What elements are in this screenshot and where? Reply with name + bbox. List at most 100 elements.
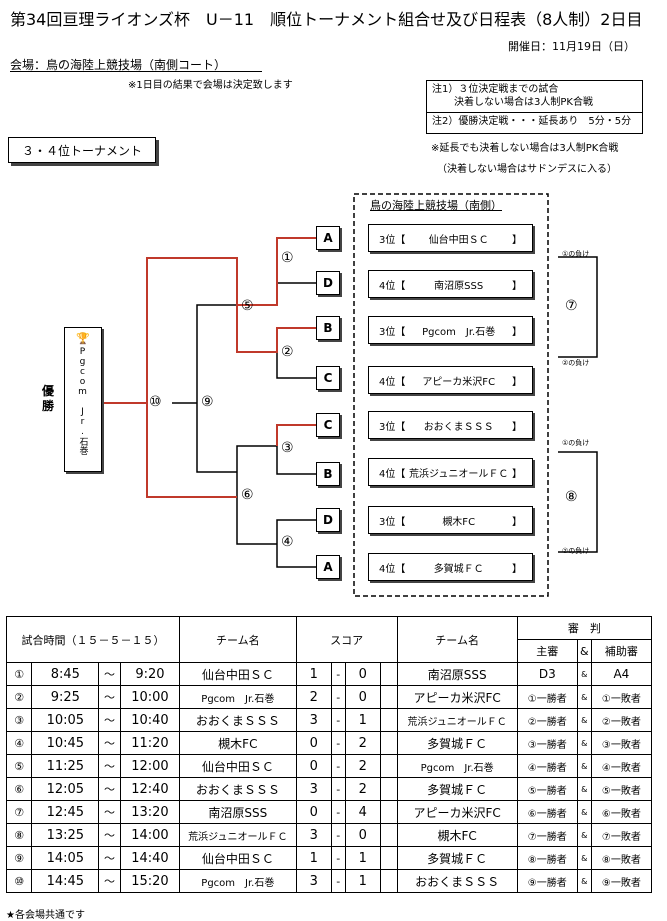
team-name: 荒浜ジュニオールＦＣ — [409, 468, 509, 480]
match-num-7: ⑦ — [565, 298, 578, 314]
score-dash: - — [331, 685, 346, 709]
header-score: スコア — [295, 616, 398, 663]
main-referee: ⑤一勝者 — [516, 777, 578, 801]
team-name: 槻木FC — [442, 516, 476, 528]
header-away-team: チーム名 — [396, 616, 518, 663]
team-box: 3位【 仙台中田ＳＣ 】 — [368, 224, 533, 252]
match-number: ⑦ — [5, 800, 33, 824]
team-rank: 3位【 — [379, 326, 406, 338]
match-number: ⑩ — [5, 869, 33, 893]
team-name: Pgcom Jr.石巻 — [422, 326, 496, 338]
header-time: 試合時間（１５－５－１５） — [5, 616, 181, 663]
score-spacer — [379, 685, 398, 709]
time-separator: ～ — [98, 777, 121, 801]
team-bracket-close: 】 — [512, 234, 522, 246]
team-name: 仙台中田ＳＣ — [428, 234, 489, 246]
referee-amp: & — [576, 777, 592, 801]
event-date: 開催日：11月19日（日） — [508, 40, 635, 53]
referee-amp: & — [576, 662, 592, 686]
home-score: 3 — [295, 869, 333, 893]
seed-box: C — [316, 413, 340, 437]
team-box: 4位【アピーカ米沢FC】 — [368, 366, 533, 394]
referee-amp: & — [576, 846, 592, 870]
away-score: 0 — [344, 823, 381, 847]
score-spacer — [379, 823, 398, 847]
score-dash: - — [331, 800, 346, 824]
score-dash: - — [331, 823, 346, 847]
seed-box: A — [316, 226, 340, 250]
referee-amp: & — [576, 708, 592, 732]
assist-referee: ⑤一敗者 — [590, 777, 653, 801]
score-spacer — [379, 731, 398, 755]
assist-referee: ⑥一敗者 — [590, 800, 653, 824]
match9-line — [196, 304, 237, 473]
loser-label-4: ②の負け — [562, 547, 590, 555]
away-score: 2 — [344, 754, 381, 778]
match6-line — [236, 445, 277, 545]
team-box: 3位【おおくまＳＳＳ】 — [368, 411, 533, 439]
main-referee: ⑨一勝者 — [516, 869, 578, 893]
end-time: 12:00 — [119, 754, 181, 778]
away-team: 南沼原SSS — [396, 662, 518, 686]
team-rank: 3位【 — [379, 234, 406, 246]
champion-label: 優勝 — [41, 384, 54, 413]
home-score: 3 — [295, 777, 333, 801]
assist-referee: A4 — [590, 662, 653, 686]
team-bracket-close: 】 — [512, 421, 522, 433]
time-separator: ～ — [98, 685, 121, 709]
start-time: 14:05 — [31, 846, 100, 870]
team-bracket-close: 】 — [511, 280, 522, 292]
match-num-3: ③ — [281, 440, 294, 456]
home-team: 仙台中田ＳＣ — [179, 662, 297, 686]
end-time: 14:40 — [119, 846, 181, 870]
score-dash: - — [331, 777, 346, 801]
main-referee: ②一勝者 — [516, 708, 578, 732]
away-score: 0 — [344, 685, 381, 709]
team-rank: 3位【 — [379, 421, 406, 433]
seed-box: B — [316, 462, 340, 486]
main-referee: ③一勝者 — [516, 731, 578, 755]
match-number: ④ — [5, 731, 33, 755]
away-team: 多賀城ＦＣ — [396, 731, 518, 755]
start-time: 11:25 — [31, 754, 100, 778]
home-score: 0 — [295, 800, 333, 824]
score-dash: - — [331, 754, 346, 778]
away-team: 多賀城ＦＣ — [396, 846, 518, 870]
winner-path-3 — [276, 424, 316, 446]
note-pk-line2: 決着しない場合は3人制PK合戦 — [454, 97, 593, 108]
venue-dashed-box — [353, 193, 549, 597]
home-score: 0 — [295, 754, 333, 778]
assist-referee: ⑨一敗者 — [590, 869, 653, 893]
home-score: 3 — [295, 708, 333, 732]
winner-path-1 — [276, 237, 316, 260]
start-time: 12:05 — [31, 777, 100, 801]
tournament-label: ３・４位トーナメント — [8, 137, 156, 163]
team-box: 4位【多賀城ＦＣ】 — [368, 553, 533, 581]
champion-name: Pgcom Jr.石巻 — [77, 347, 88, 455]
referee-amp: & — [576, 685, 592, 709]
champion-box: 🏆 Pgcom Jr.石巻 — [64, 327, 102, 472]
match-num-2: ② — [281, 344, 294, 360]
bracket-winner-lines — [104, 237, 316, 498]
match-num-8: ⑧ — [565, 489, 578, 505]
match-num-9: ⑨ — [201, 394, 214, 410]
end-time: 9:20 — [119, 662, 181, 686]
note-sd-line1: ※延長でも決着しない場合は3人制PK合戦 — [431, 143, 619, 154]
loser-label-3: ①の負け — [562, 439, 590, 447]
note-final-line: 注2）優勝決定戦・・・延長あり 5分・5分 — [432, 116, 632, 127]
winner-path-1b — [237, 260, 278, 306]
note-sd-line2: （決着しない場合はサドンデスに入る） — [437, 164, 617, 175]
loser-label-1: ①の負け — [562, 250, 590, 258]
score-dash: - — [331, 731, 346, 755]
home-team: Pgcom Jr.石巻 — [179, 869, 297, 893]
score-spacer — [379, 777, 398, 801]
match-num-1: ① — [281, 250, 294, 266]
away-score: 0 — [344, 662, 381, 686]
match-number: ⑨ — [5, 846, 33, 870]
score-dash: - — [331, 846, 346, 870]
team-name: 多賀城ＦＣ — [433, 563, 484, 575]
main-referee: ①一勝者 — [516, 685, 578, 709]
